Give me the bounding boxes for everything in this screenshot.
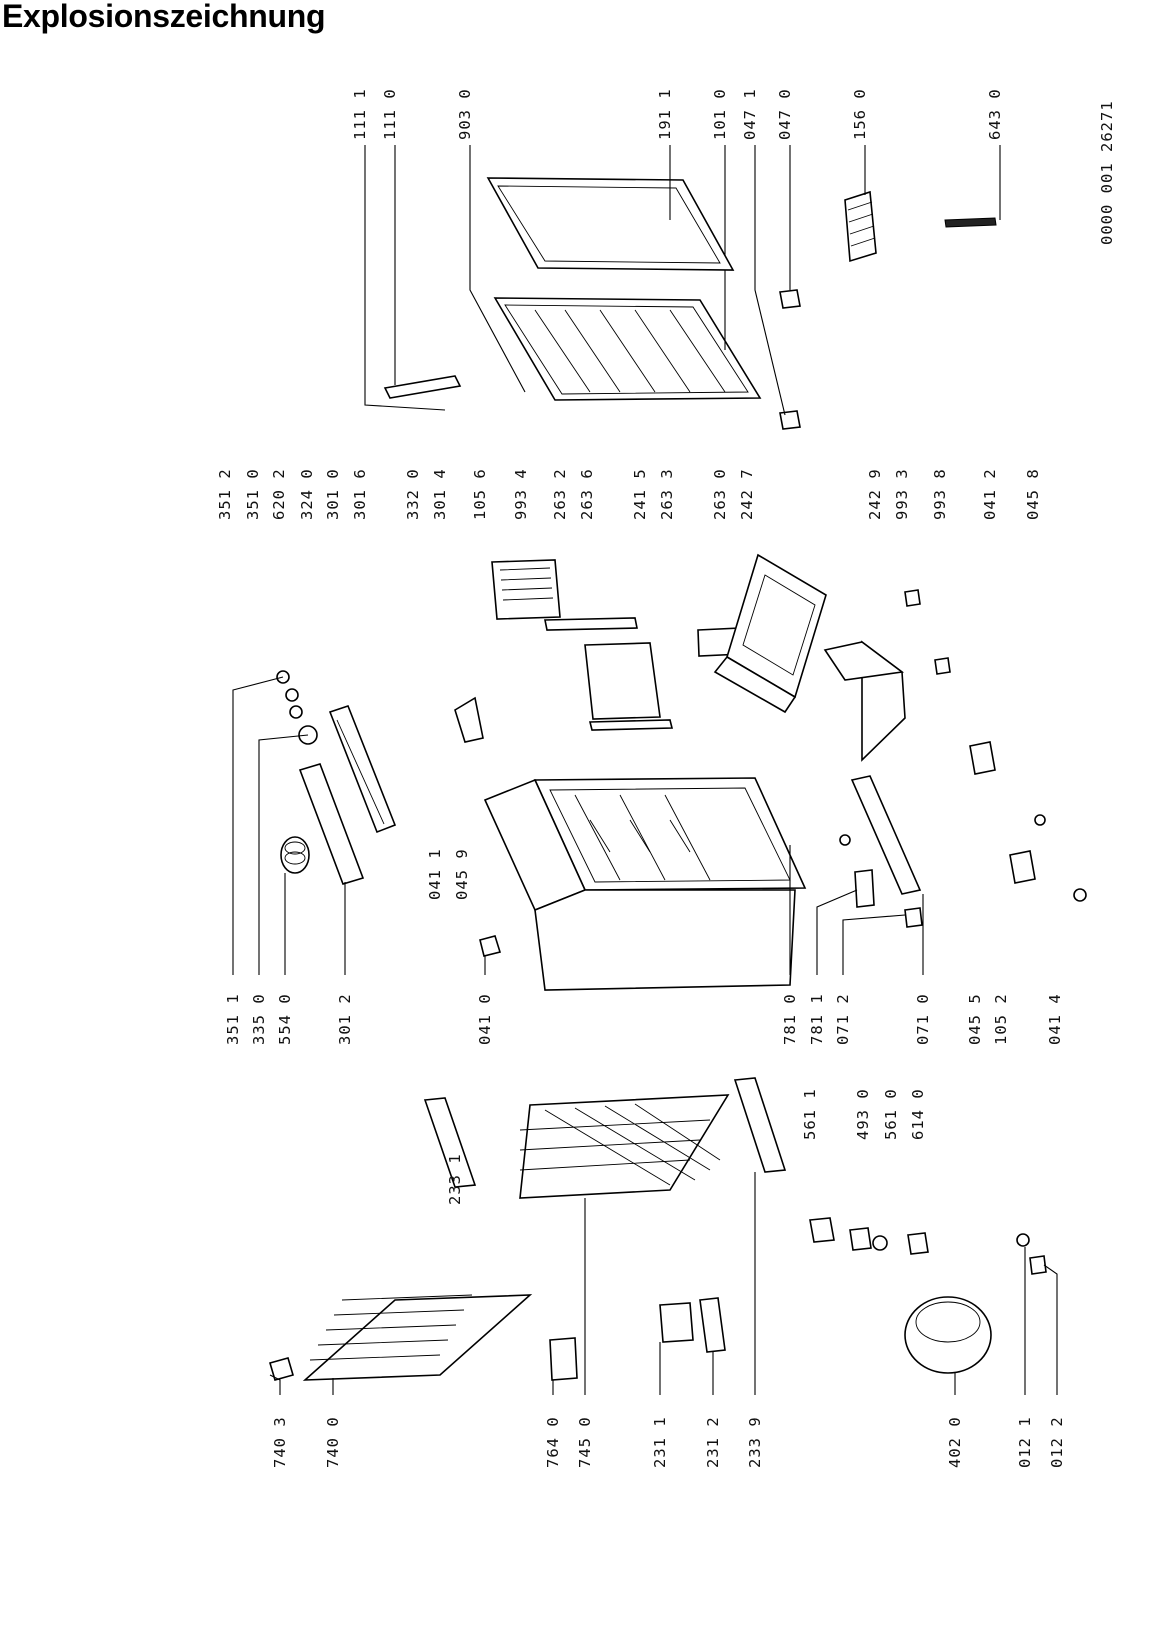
part-351-knobs [276,670,318,745]
page-title: Explosionszeichnung [2,0,326,34]
label-335-0: 335 0 [250,993,268,1045]
label-105-2: 105 2 [992,993,1010,1045]
part-233-rails [423,1077,787,1188]
label-324-0: 324 0 [298,468,316,520]
label-740-0: 740 0 [324,1416,342,1468]
label-332-0: 332 0 [404,468,422,520]
label-111-0: 111 0 [381,88,399,140]
label-993-3: 993 3 [893,468,911,520]
label-191-1: 191 1 [656,88,674,140]
label-561-0: 561 0 [882,1088,900,1140]
part-071-plinth [850,775,922,895]
label-242-7: 242 7 [738,468,756,520]
label-263-6: 263 6 [578,468,596,520]
part-561-parts [809,1217,929,1255]
label-301-2: 301 2 [336,993,354,1045]
leader-lines [232,676,1058,1395]
label-047-1: 047 1 [741,88,759,140]
label-071-2: 071 2 [834,993,852,1045]
label-241-5: 241 5 [631,468,649,520]
label-263-0: 263 0 [711,468,729,520]
part-041-hinge-bottom [969,741,1087,902]
label-903-0: 903 0 [456,88,474,140]
part-781-vent [839,834,923,928]
part-cabinet [483,777,807,991]
part-156-ice-tray [844,145,877,263]
label-071-0: 071 0 [914,993,932,1045]
part-012-relay [1016,1233,1047,1275]
label-993-8: 993 8 [931,468,949,520]
label-045-9: 045 9 [453,848,471,900]
label-156-0: 156 0 [851,88,869,140]
part-263-shelf-brackets [544,617,743,731]
label-493-0: 493 0 [854,1088,872,1140]
label-231-1: 231 1 [651,1416,669,1468]
part-740-condenser [302,1294,533,1381]
label-740-3: 740 3 [271,1416,289,1468]
part-242-drawer-bottom [823,640,906,762]
label-764-0: 764 0 [544,1416,562,1468]
label-041-1: 041 1 [426,848,444,900]
part-402-compressor [904,1296,992,1374]
label-233-9: 233 9 [746,1416,764,1468]
label-614-0: 614 0 [909,1088,927,1140]
label-045-5: 045 5 [966,993,984,1045]
label-233-1: 233 1 [446,1153,464,1205]
part-111-door-handle [364,145,462,411]
part-554-coil [280,836,310,874]
label-301-0: 301 0 [324,468,342,520]
label-263-3: 263 3 [658,468,676,520]
label-643-0: 643 0 [986,88,1004,140]
ref-code-label: 0000 001 26271 [1098,100,1116,245]
part-242-drawer-top [713,553,827,714]
label-781-1: 781 1 [808,993,826,1045]
part-191-door-gasket [486,145,735,271]
label-561-1: 561 1 [801,1088,819,1140]
part-745-evaporator [519,1094,730,1199]
part-993-grill [491,559,561,620]
label-993-4: 993 4 [512,468,530,520]
part-764-dryer [549,1337,578,1381]
label-620-2: 620 2 [270,468,288,520]
part-241-shelf [584,642,661,720]
label-041-0: 041 0 [476,993,494,1045]
callout-labels: 111 1 111 0 903 0 191 1 101 0 047 1 047 … [216,88,1066,1468]
label-041-2: 041 2 [981,468,999,520]
label-047-0: 047 0 [776,88,794,140]
label-041-4: 041 4 [1046,993,1064,1045]
label-554-0: 554 0 [276,993,294,1045]
label-012-2: 012 2 [1048,1416,1066,1468]
label-105-6: 105 6 [471,468,489,520]
label-045-8: 045 8 [1024,468,1042,520]
part-041-hinge [454,696,502,957]
part-643-rail [944,145,1001,228]
label-351-0: 351 0 [244,468,262,520]
label-351-2: 351 2 [216,468,234,520]
part-993-clips [904,589,951,675]
label-231-2: 231 2 [704,1416,722,1468]
label-351-1: 351 1 [224,993,242,1045]
part-101-door-inner [469,145,762,401]
label-101-0: 101 0 [711,88,729,140]
part-301-control-housing [298,705,397,885]
part-740-3-clip [269,1357,294,1381]
label-012-1: 012 1 [1016,1416,1034,1468]
label-301-4: 301 4 [431,468,449,520]
label-745-0: 745 0 [576,1416,594,1468]
label-242-9: 242 9 [866,468,884,520]
label-263-2: 263 2 [551,468,569,520]
label-781-0: 781 0 [781,993,799,1045]
part-047-hinge-small [754,145,801,430]
label-301-6: 301 6 [351,468,369,520]
label-111-1: 111 1 [351,88,369,140]
part-231-tray [659,1297,726,1353]
label-402-0: 402 0 [946,1416,964,1468]
